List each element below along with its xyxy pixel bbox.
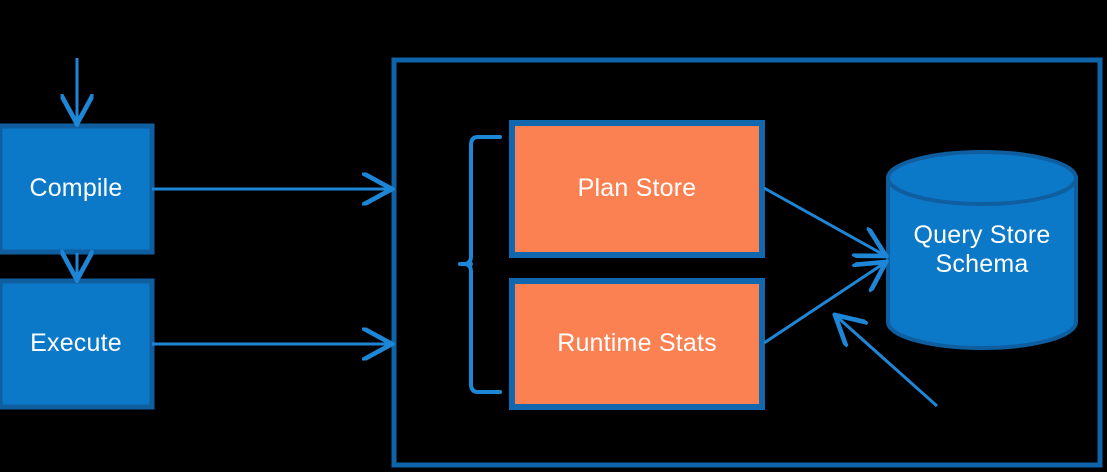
query-store-boundary	[391, 57, 1103, 468]
connector-plan-store-to-schema	[763, 186, 886, 256]
plan-store-box[interactable]	[509, 120, 765, 258]
compile-box[interactable]	[0, 123, 155, 255]
connector-external-to-schema	[835, 315, 938, 408]
query-store-schema-cylinder[interactable]	[886, 150, 1078, 350]
runtime-stats-box[interactable]	[509, 278, 765, 410]
store-group-brace	[458, 135, 502, 394]
execute-box[interactable]	[0, 278, 155, 410]
connector-runtime-stats-to-schema	[763, 262, 886, 345]
